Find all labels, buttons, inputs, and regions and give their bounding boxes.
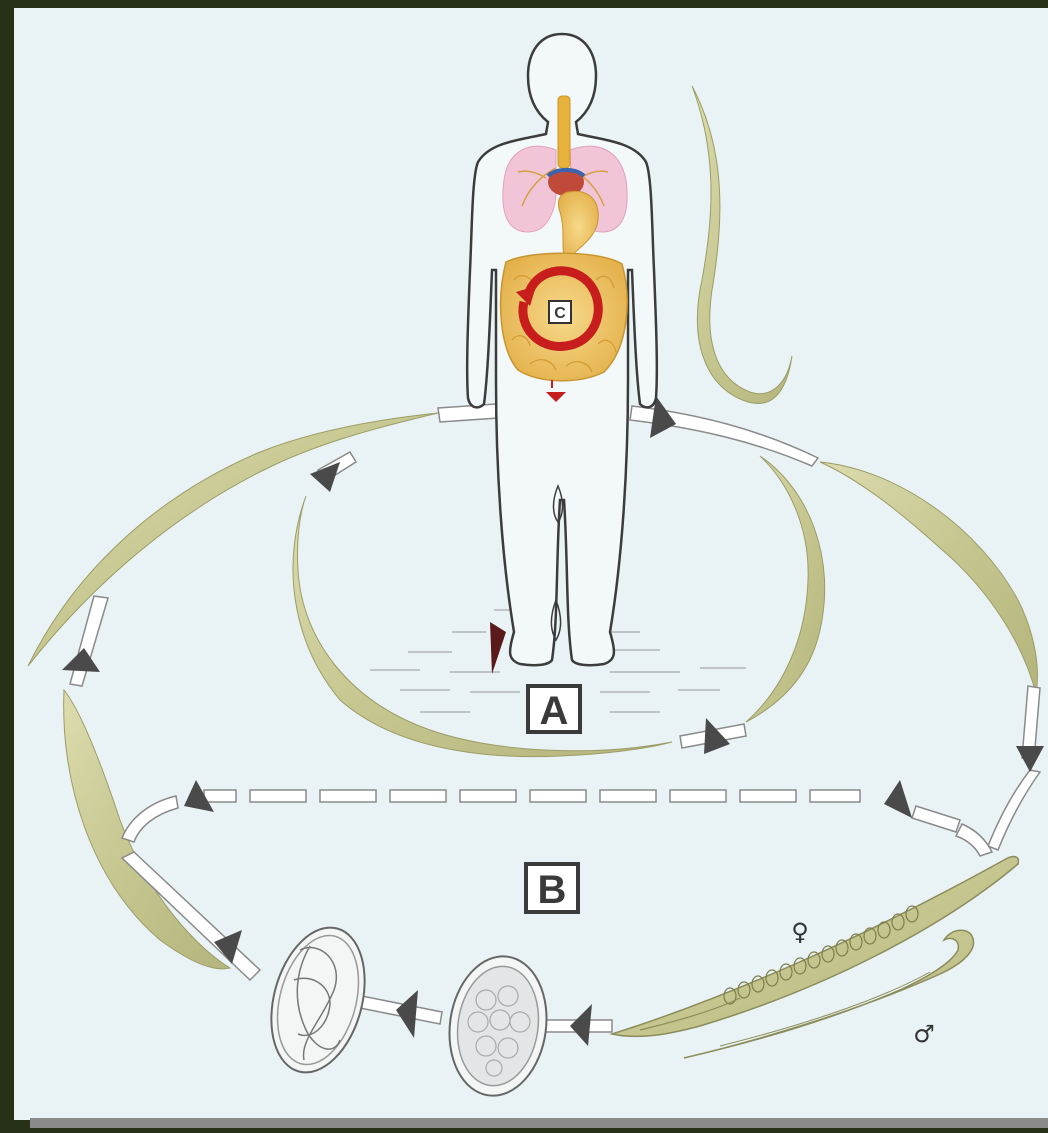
label-c: C	[554, 305, 566, 322]
trachea	[558, 96, 570, 168]
label-b: B	[538, 868, 567, 912]
label-a: A	[540, 689, 569, 733]
female-symbol: ♀	[791, 918, 809, 946]
bottom-shadow	[30, 1118, 1048, 1128]
male-symbol: ♂	[913, 1020, 935, 1048]
